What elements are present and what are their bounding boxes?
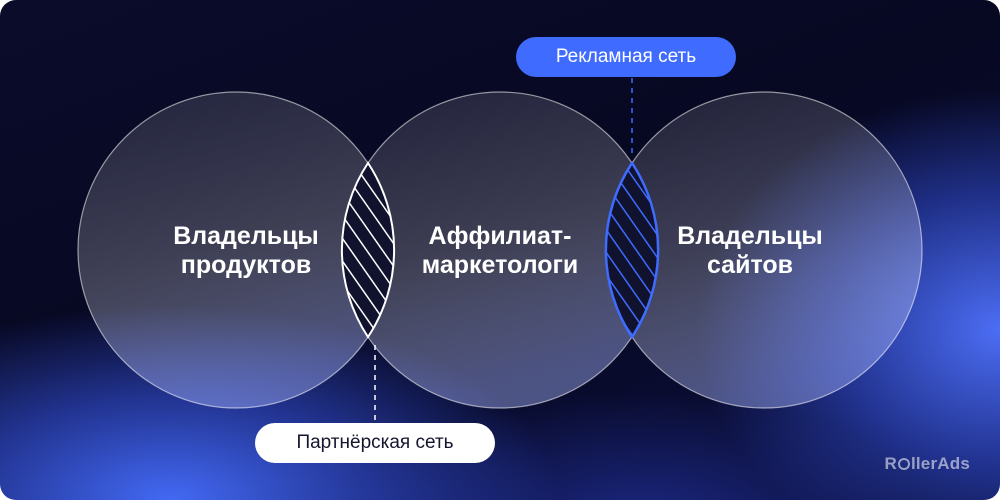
ad-network-pill: Рекламная сеть — [516, 37, 736, 77]
label-affiliate-marketers: Аффилиат- маркетологи — [422, 222, 579, 280]
lens-partner-network — [340, 161, 396, 339]
label-product-owners-line2: продуктов — [180, 251, 312, 279]
label-product-owners: Владельцы продуктов — [173, 222, 319, 280]
label-product-owners-line1: Владельцы — [173, 222, 319, 250]
logo-o-ring-icon — [897, 458, 910, 470]
label-affiliate-marketers-line1: Аффилиат- — [428, 222, 572, 250]
lens-ad-network — [604, 160, 660, 340]
label-site-owners: Владельцы сайтов — [677, 222, 823, 280]
logo-text-end: llerAds — [910, 454, 970, 473]
label-affiliate-marketers-line2: маркетологи — [421, 251, 579, 279]
label-site-owners-line2: сайтов — [706, 251, 794, 279]
label-site-owners-line1: Владельцы — [677, 222, 823, 250]
partner-network-pill: Партнёрская сеть — [255, 423, 495, 463]
logo-text-start: R — [884, 454, 897, 473]
